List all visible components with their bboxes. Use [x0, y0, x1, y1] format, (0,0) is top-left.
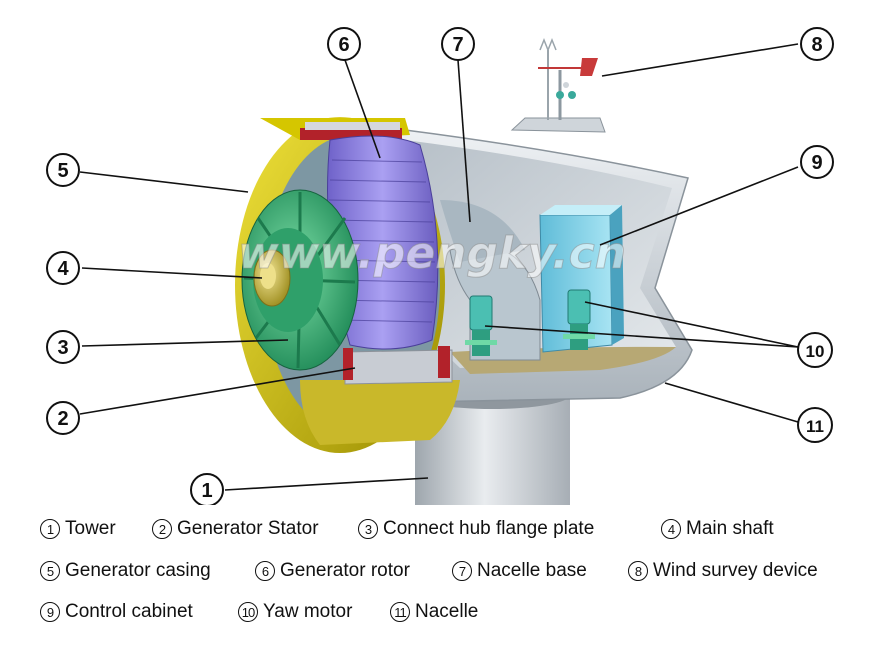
legend-row-2: 5 Generator casing 6 Generator rotor 7 N…: [0, 560, 875, 590]
callout-2-number: 2: [57, 408, 68, 430]
legend-item-yaw-motor: 10 Yaw motor: [238, 601, 352, 623]
legend-label: Control cabinet: [65, 601, 193, 622]
legend-label: Nacelle: [415, 601, 479, 622]
legend-badge: 2: [152, 519, 172, 539]
legend-badge: 8: [628, 561, 648, 581]
legend-label: Generator rotor: [280, 560, 410, 581]
callout-5: 5: [46, 153, 80, 187]
turbine-illustration: www.pengky.cn 1 2 3: [46, 27, 834, 505]
generator-stator: [300, 122, 453, 385]
callout-1-number: 1: [201, 480, 212, 502]
legend-badge: 4: [661, 519, 681, 539]
legend-badge: 5: [40, 561, 60, 581]
yaw-motor-right: [563, 289, 595, 350]
callout-4-number: 4: [57, 258, 69, 280]
watermark-text: www.pengky.cn: [238, 228, 626, 279]
callout-3-number: 3: [57, 337, 68, 359]
callout-6-number: 6: [338, 34, 349, 56]
legend-label: Tower: [65, 518, 116, 539]
legend-badge: 6: [255, 561, 275, 581]
legend-item-generator-casing: 5 Generator casing: [40, 560, 211, 582]
legend-row-3: 9 Control cabinet 10 Yaw motor 11 Nacell…: [0, 601, 875, 631]
callout-9: 9: [800, 145, 834, 179]
legend-item-nacelle-base: 7 Nacelle base: [452, 560, 587, 582]
callout-4: 4: [46, 251, 80, 285]
legend-item-control-cabinet: 9 Control cabinet: [40, 601, 193, 623]
callout-7-number: 7: [452, 34, 463, 56]
legend-label: Generator Stator: [177, 518, 319, 539]
legend-label: Connect hub flange plate: [383, 518, 595, 539]
legend-label: Yaw motor: [263, 601, 353, 622]
legend-label: Nacelle base: [477, 560, 587, 581]
callout-11-number: 11: [806, 417, 824, 436]
legend-badge: 11: [390, 602, 410, 622]
legend-badge: 10: [238, 602, 258, 622]
callout-8-number: 8: [811, 34, 822, 56]
legend-item-main-shaft: 4 Main shaft: [661, 518, 774, 540]
callout-7: 7: [441, 27, 475, 61]
callout-11: 11: [797, 407, 833, 443]
main-shaft: [253, 249, 291, 307]
legend-label: Wind survey device: [653, 560, 818, 581]
callout-8: 8: [800, 27, 834, 61]
callout-6: 6: [327, 27, 361, 61]
legend-item-tower: 1 Tower: [40, 518, 116, 540]
legend-item-hub-flange-plate: 3 Connect hub flange plate: [358, 518, 594, 540]
callout-5-number: 5: [57, 160, 68, 182]
legend-badge: 3: [358, 519, 378, 539]
yaw-motor-left: [465, 295, 497, 356]
callout-10: 10: [797, 332, 833, 368]
callout-9-number: 9: [811, 152, 822, 174]
legend-row-1: 1 Tower 2 Generator Stator 3 Connect hub…: [0, 518, 875, 548]
legend-item-generator-rotor: 6 Generator rotor: [255, 560, 410, 582]
callout-3: 3: [46, 330, 80, 364]
legend-item-generator-stator: 2 Generator Stator: [152, 518, 319, 540]
wind-survey-device: [538, 37, 598, 120]
leader-lines: [79, 43, 799, 491]
callout-10-number: 10: [806, 342, 825, 361]
callout-2: 2: [46, 401, 80, 435]
legend-badge: 9: [40, 602, 60, 622]
legend-badge: 7: [452, 561, 472, 581]
legend-item-nacelle: 11 Nacelle: [390, 601, 478, 623]
legend-badge: 1: [40, 519, 60, 539]
legend-item-wind-survey-device: 8 Wind survey device: [628, 560, 818, 582]
callout-1: 1: [190, 473, 224, 505]
legend-label: Main shaft: [686, 518, 774, 539]
legend-label: Generator casing: [65, 560, 211, 581]
